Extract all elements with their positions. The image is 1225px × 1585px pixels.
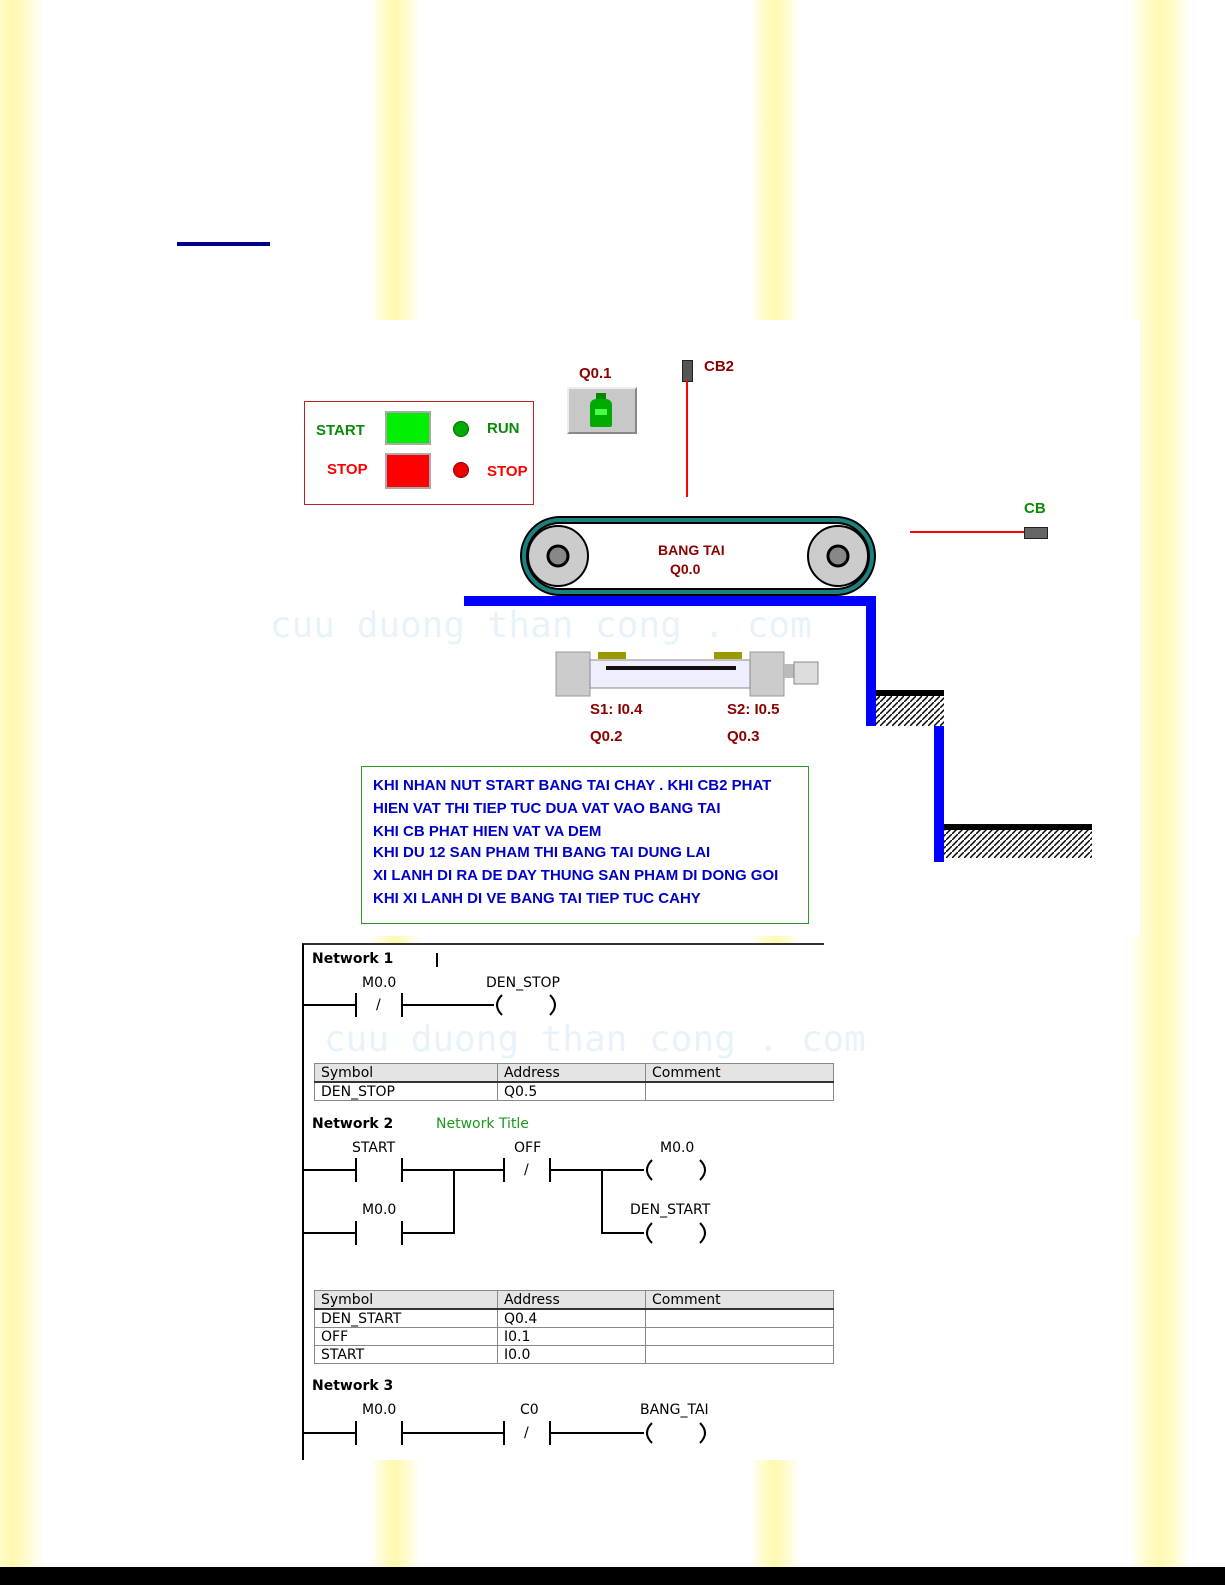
s2-label: S2: I0.5 [727, 701, 780, 718]
note-line: KHI XI LANH DI VE BANG TAI TIEP TUC CAHY [373, 890, 701, 907]
ladder-editor[interactable]: cuu duong than cong . com / / / Network … [302, 943, 866, 1460]
background-stripe [1130, 0, 1190, 1568]
watermark: cuu duong than cong . com [324, 1019, 866, 1060]
conveyor-title: BANG TAI [658, 542, 725, 558]
nc-slash: / [524, 1425, 529, 1441]
cb2-label: CB2 [704, 358, 735, 375]
network-1-title: Network 1 [312, 951, 394, 967]
ladder-rungs [304, 993, 706, 1445]
nc-slash: / [524, 1162, 529, 1178]
network-2-title: Network 2 [312, 1116, 394, 1132]
conveyor-drawing [464, 516, 1092, 862]
nc-slash: / [376, 997, 381, 1013]
cb-sensor-icon [1024, 527, 1048, 539]
col-symbol: Symbol [314, 1063, 498, 1083]
stop-button[interactable] [385, 453, 431, 489]
coil-label: DEN_STOP [486, 975, 560, 991]
col-comment: Comment [645, 1063, 834, 1083]
col-address: Address [497, 1063, 646, 1083]
cb-label: CB [1024, 500, 1046, 517]
note-line: KHI NHAN NUT START BANG TAI CHAY . KHI C… [373, 777, 772, 794]
title-underline [177, 242, 270, 246]
coil-label: BANG_TAI [640, 1402, 709, 1418]
text-cursor [436, 953, 438, 967]
stop-label: STOP [327, 461, 368, 478]
pneumatic-cylinder [555, 651, 819, 697]
contact-label: M0.0 [362, 975, 397, 991]
description-box: KHI NHAN NUT START BANG TAI CHAY . KHI C… [361, 766, 809, 924]
run-label: RUN [487, 420, 520, 437]
bottom-bar [0, 1567, 1225, 1585]
note-line: KHI DU 12 SAN PHAM THI BANG TAI DUNG LAI [373, 844, 711, 861]
cb2-sensor-icon [682, 360, 693, 382]
note-line: KHI CB PHAT HIEN VAT VA DEM [373, 823, 602, 840]
q03-label: Q0.3 [727, 728, 760, 745]
product-feeder-icon [567, 387, 637, 434]
q01-label: Q0.1 [579, 365, 612, 382]
coil-label: M0.0 [660, 1140, 695, 1156]
start-label: START [316, 422, 365, 439]
cb2-beam [686, 380, 688, 497]
contact-label: START [352, 1140, 396, 1156]
contact-label: M0.0 [362, 1402, 397, 1418]
background-stripe [0, 0, 44, 1568]
s1-label: S1: I0.4 [590, 701, 643, 718]
start-button[interactable] [385, 411, 431, 445]
contact-label: M0.0 [362, 1202, 397, 1218]
conveyor-address: Q0.0 [670, 561, 701, 577]
contact-label: OFF [514, 1140, 542, 1156]
contact-label: C0 [520, 1402, 539, 1418]
note-line: XI LANH DI RA DE DAY THUNG SAN PHAM DI D… [373, 867, 779, 884]
q02-label: Q0.2 [590, 728, 623, 745]
stop-lamp-label: STOP [487, 463, 528, 480]
network-2-subtitle: Network Title [436, 1116, 529, 1132]
network-3-title: Network 3 [312, 1378, 394, 1394]
control-box [304, 401, 534, 505]
run-lamp-icon [453, 421, 469, 437]
conveyor-base [464, 596, 876, 606]
coil-label: DEN_START [630, 1202, 711, 1218]
watermark: cuu duong than cong . com [270, 605, 812, 646]
stop-lamp-icon [453, 462, 469, 478]
note-line: HIEN VAT THI TIEP TUC DUA VAT VAO BANG T… [373, 800, 721, 817]
cb-beam [910, 531, 1024, 533]
